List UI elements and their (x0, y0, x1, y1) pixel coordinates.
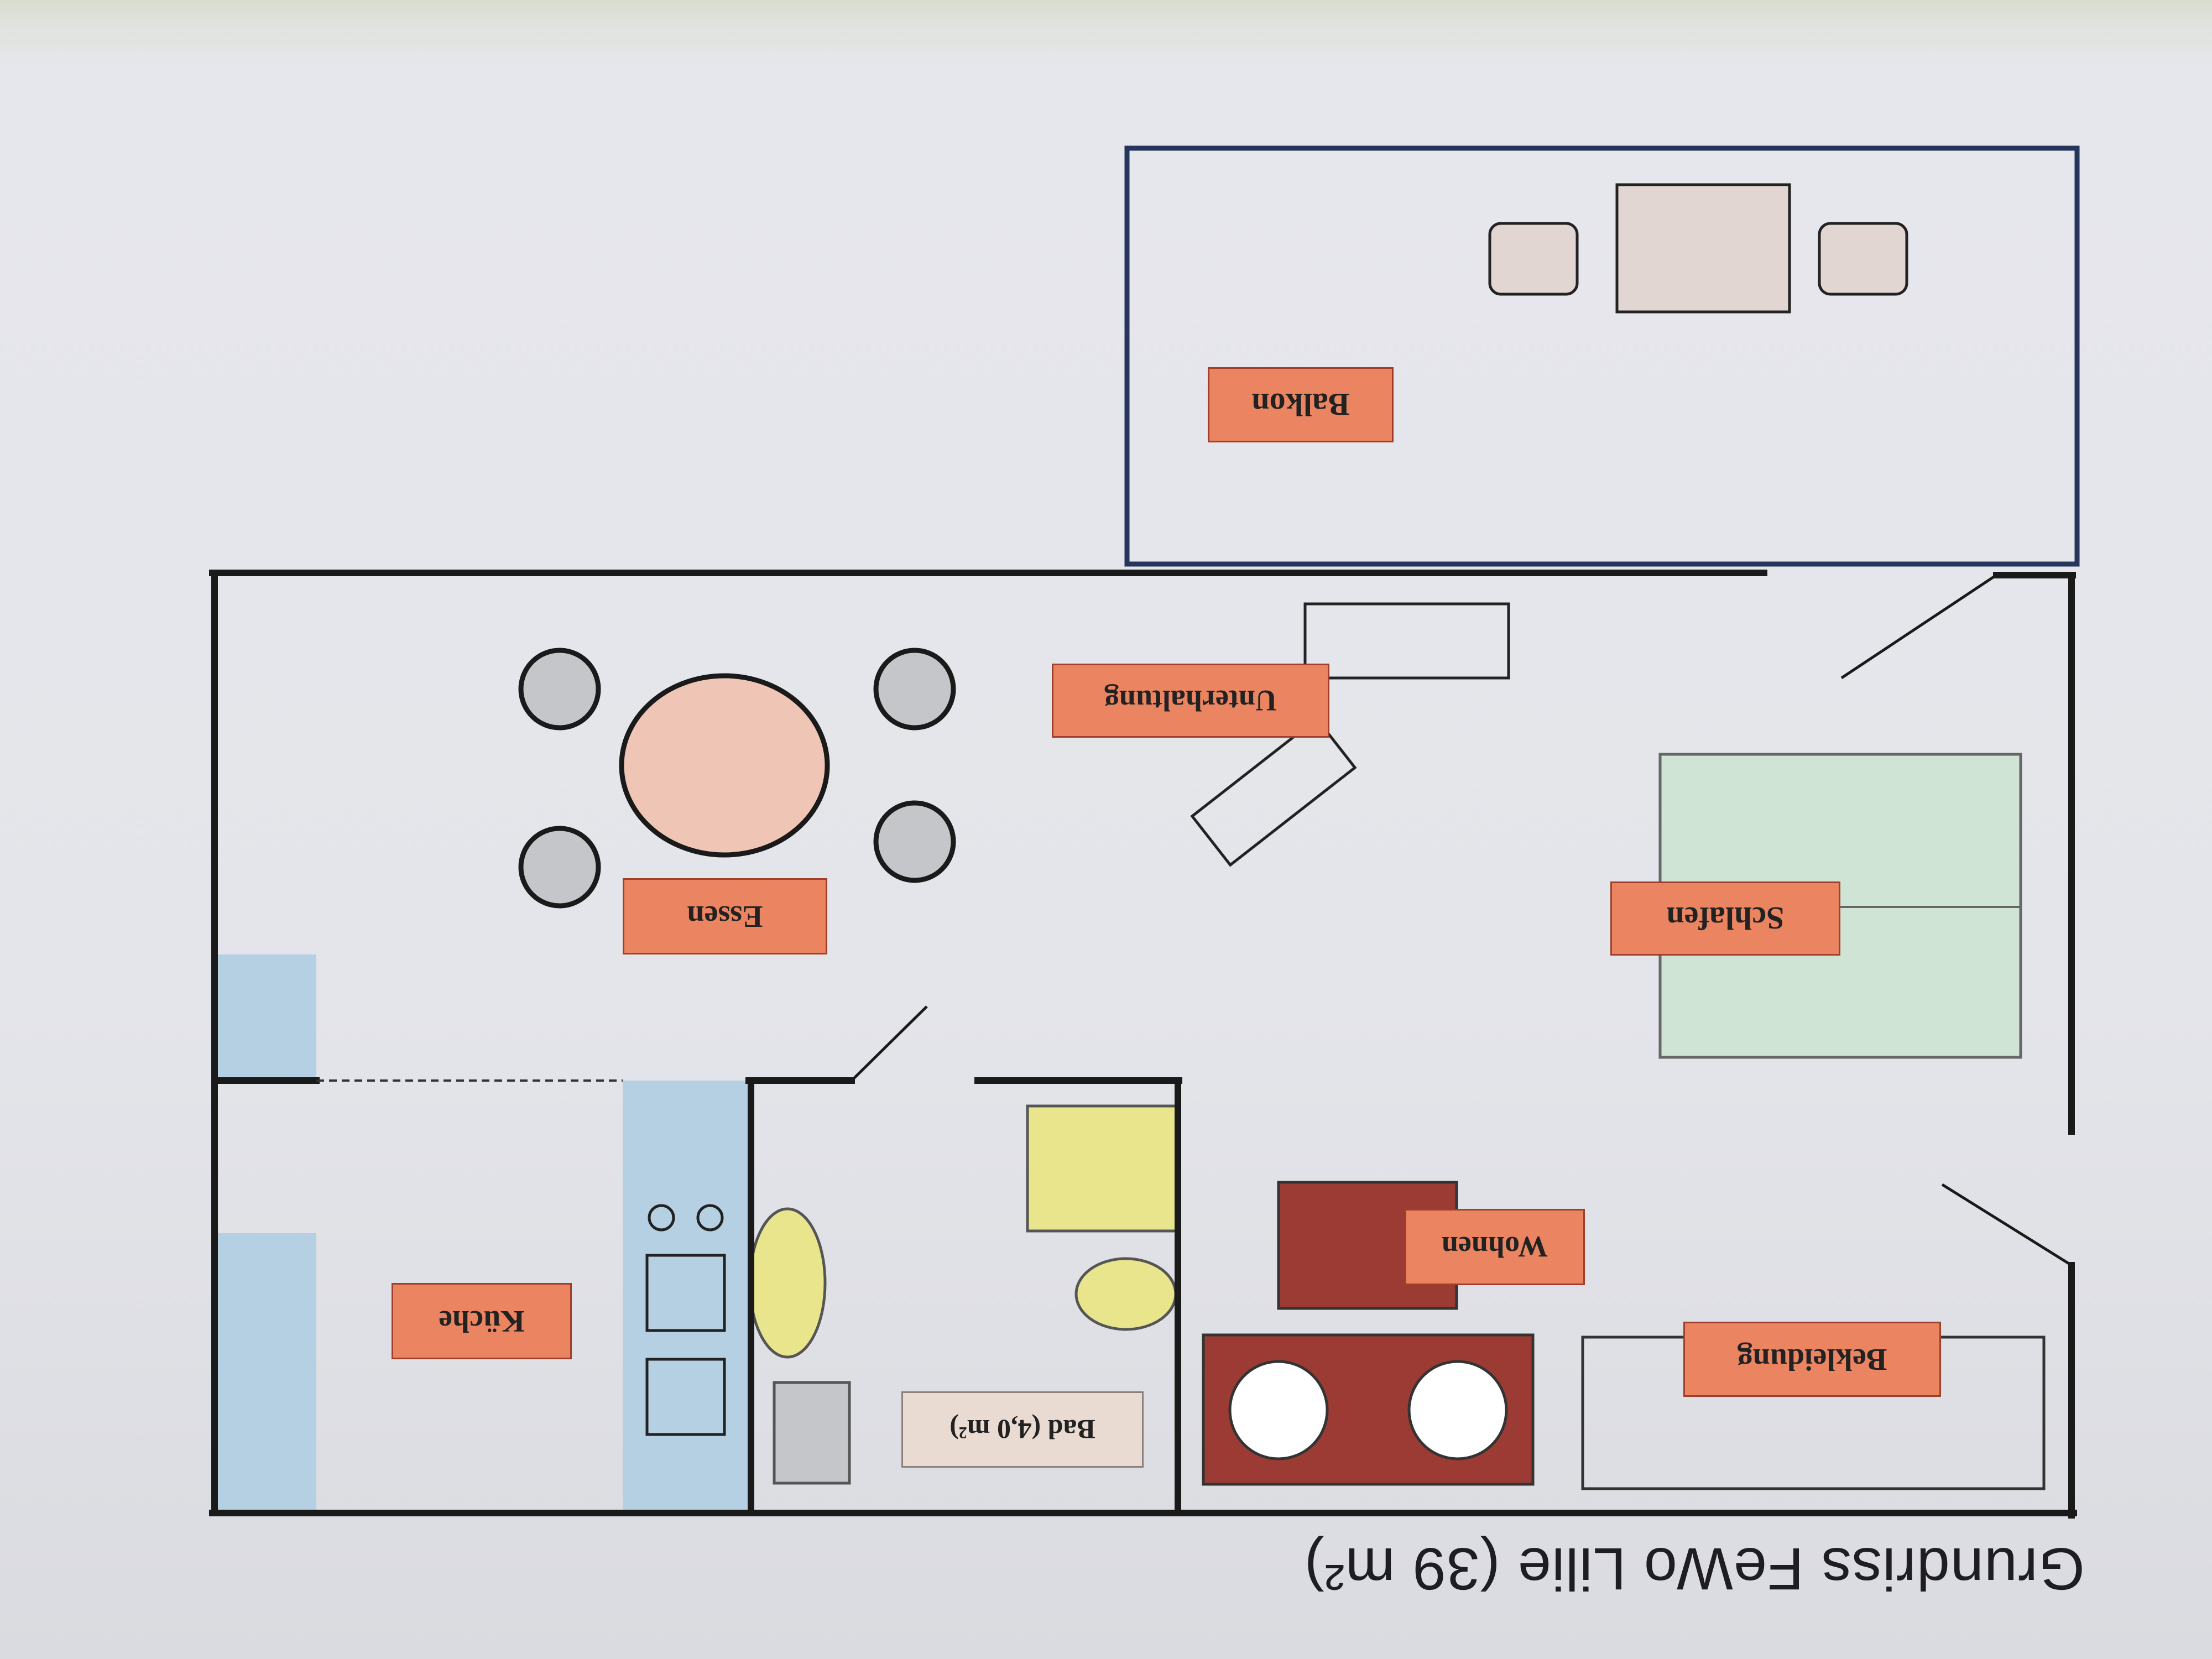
kitchen-counter (623, 1081, 749, 1514)
tv-cabinet (1303, 602, 1510, 680)
walls (209, 570, 2077, 1519)
room-label-balkon: Balkon (1208, 367, 1394, 442)
shower (1026, 1104, 1178, 1233)
sink-left (645, 1254, 726, 1332)
balcony-table (1615, 183, 1791, 314)
balcony-outline (1124, 145, 2080, 567)
bath-cabinet (773, 1381, 851, 1485)
room-label-essen: Essen (623, 878, 827, 954)
dining-chair (518, 648, 601, 731)
dining-chair (518, 826, 601, 909)
room-label-kueche: Küche (392, 1283, 572, 1359)
room-label-unterhaltung: Unterhaltung (1052, 664, 1329, 738)
armchair (1190, 717, 1357, 867)
sink-oval (1074, 1257, 1177, 1331)
room-label-bekleidung: Bekleidung (1683, 1322, 1941, 1397)
balcony-chair-right (1818, 222, 1908, 296)
dining-table (619, 673, 830, 858)
ottoman (1228, 1360, 1329, 1460)
kitchen-window-counter-top (216, 954, 316, 1081)
kitchen-window-counter-bottom (216, 1233, 316, 1514)
room-label-bad: Bad (4,0 m²) (901, 1391, 1144, 1468)
dining-chair (873, 648, 956, 731)
door-swings (851, 573, 2073, 1267)
toilet (748, 1207, 827, 1359)
ottoman (1407, 1360, 1508, 1460)
stove-burner (696, 1204, 724, 1232)
sink-right (645, 1358, 726, 1436)
stove-burner (648, 1204, 675, 1232)
room-label-wohnen: Wohnen (1405, 1209, 1585, 1285)
page-title: Grundriss FeWo Lilie (39 m²) (1303, 1536, 2085, 1603)
dining-chair (873, 800, 956, 883)
balcony-chair-left (1488, 222, 1579, 296)
room-label-schlafen: Schlafen (1610, 881, 1840, 956)
balcony (1124, 145, 2080, 567)
